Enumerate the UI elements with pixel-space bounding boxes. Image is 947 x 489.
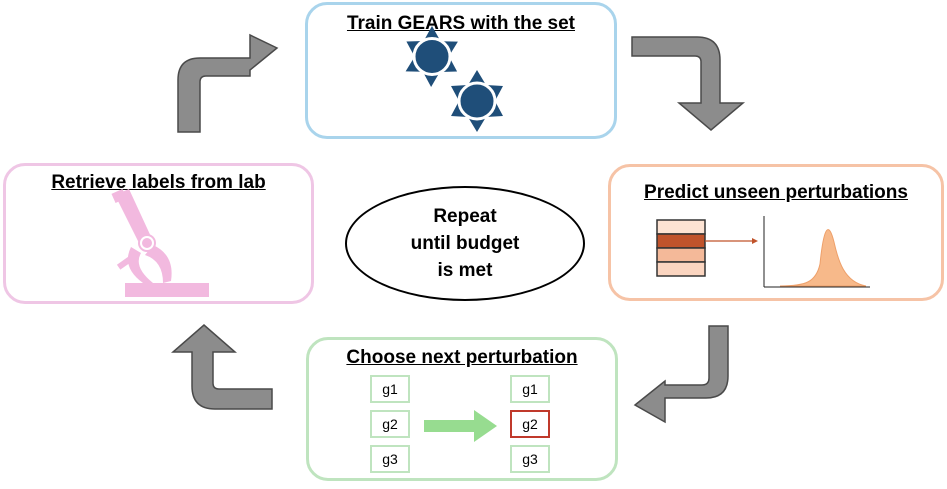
perturbation-stack <box>656 219 706 277</box>
predict-step-box: Predict unseen perturbations <box>608 164 944 301</box>
repeat-condition-text: Repeat until budget is met <box>410 206 520 281</box>
gene-candidate: g3 <box>370 445 410 473</box>
arrow-icon <box>631 36 746 131</box>
train-step-box: Train GEARS with the set <box>305 2 617 139</box>
predict-step-title: Predict unseen perturbations <box>644 182 908 203</box>
gene-selected: g2 <box>510 410 550 438</box>
stack-row <box>656 247 706 263</box>
gene-candidate: g3 <box>510 445 550 473</box>
arrow-icon <box>633 325 729 424</box>
retrieve-step-title: Retrieve labels from lab <box>51 172 266 193</box>
arrow-icon <box>170 324 273 410</box>
gear-icon <box>405 26 458 87</box>
prediction-illustration <box>656 216 870 288</box>
stack-row <box>656 219 706 235</box>
gene-candidate: g2 <box>370 410 410 438</box>
stack-row-selected <box>656 233 706 249</box>
selection-arrow-icon <box>424 410 497 442</box>
microscope-icon <box>111 188 209 297</box>
gears-illustration <box>405 26 503 132</box>
arrow-icon <box>177 33 279 133</box>
stack-row <box>656 261 706 277</box>
choose-step-title: Choose next perturbation <box>346 347 578 368</box>
density-plot-icon <box>763 216 870 288</box>
gene-candidate: g1 <box>510 375 550 403</box>
retrieve-step-box: Retrieve labels from lab <box>3 163 314 304</box>
gene-candidate: g1 <box>370 375 410 403</box>
repeat-ellipse: Repeat until budget is met <box>345 186 585 301</box>
choose-step-box: Choose next perturbation g1 g2 g3 g1 g2 … <box>306 337 618 481</box>
small-arrow-icon <box>705 238 758 244</box>
gear-icon <box>451 70 503 132</box>
train-step-title: Train GEARS with the set <box>346 13 576 34</box>
